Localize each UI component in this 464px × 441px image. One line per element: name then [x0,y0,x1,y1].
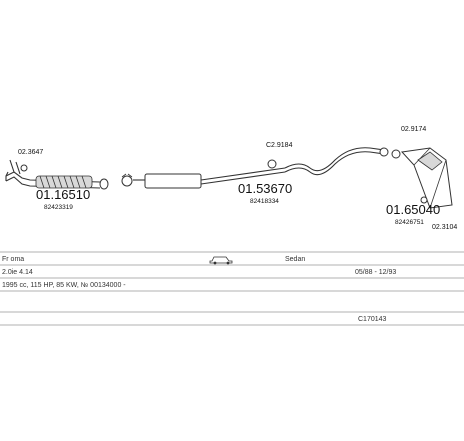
middle-silencer [133,167,286,189]
model-text: Fr oma [2,256,24,263]
rear-silencer-oem: 82426751 [395,219,424,226]
center-clamp-icon [267,159,277,169]
rear-clamp-icon [379,147,401,159]
body-type-text: Sedan [285,256,305,263]
rubber-mount-icon [420,196,428,204]
front-pipe-number: 01.16510 [36,187,90,202]
front-clamp-icon [121,173,133,187]
rear-clamp-label: 02.9174 [401,126,426,133]
center-clamp-label: C2.9184 [266,142,293,149]
rubber-mount-label: 02.3104 [432,224,457,231]
period-text: 05/88 - 12/93 [355,269,396,276]
spec-text: 1995 cc, 115 HP, 85 KW, № 00134000 - [2,282,126,289]
front-pipe [5,159,109,190]
rear-pipe [284,147,385,176]
middle-silencer-number: 01.53670 [238,181,292,196]
gasket-left-icon [20,164,28,172]
rear-silencer-number: 01.65040 [386,202,440,217]
engine-text: 2.0ie 4.14 [2,269,33,276]
catalog-code-text: C170143 [358,316,387,323]
rear-silencer [400,147,453,209]
gasket-left-label: 02.3647 [18,149,43,156]
middle-silencer-oem: 82418334 [250,198,279,205]
car-icon [209,256,233,265]
front-pipe-oem: 82423319 [44,204,73,211]
